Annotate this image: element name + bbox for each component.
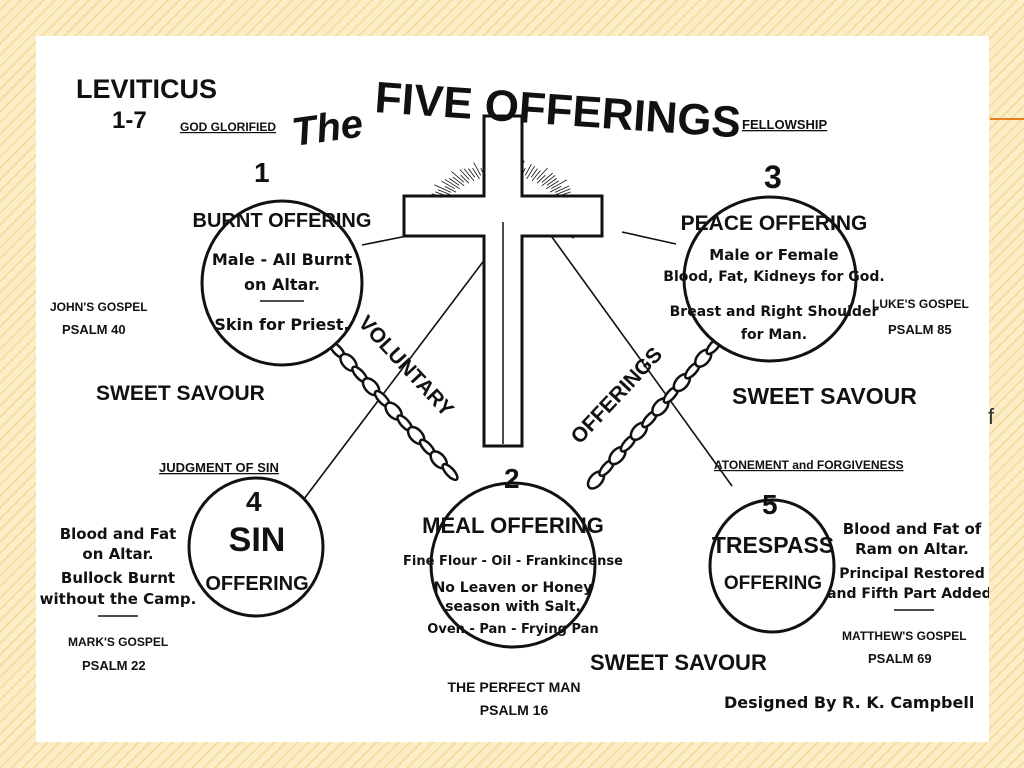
cross-illustration [402, 114, 604, 448]
trespass-name-bottom: OFFERING [724, 573, 822, 594]
accent-line [990, 118, 1024, 120]
cross-ray [550, 179, 567, 190]
trespass-line-1: Blood and Fat of [843, 520, 982, 538]
cross-ray [451, 171, 465, 183]
trespass-psalm: PSALM 69 [868, 651, 932, 666]
peace-line-2: Blood, Fat, Kidneys for God. [663, 269, 884, 285]
cross-ray [526, 165, 536, 180]
chain-label-voluntary: VOLUNTARY [354, 311, 458, 421]
cross-ray [463, 168, 475, 182]
burnt-line-3: Skin for Priest. [214, 315, 349, 334]
burnt-psalm: PSALM 40 [62, 322, 126, 337]
burnt-savour: SWEET SAVOUR [96, 382, 265, 405]
cross-ray [441, 180, 456, 190]
peace-savour: SWEET SAVOUR [732, 383, 917, 409]
cross-ray [536, 167, 548, 180]
sin-line-1: Blood and Fat [60, 525, 177, 543]
burnt-gospel: JOHN'S GOSPEL [50, 300, 148, 314]
cross-ray [434, 184, 452, 193]
burnt-line-1: Male - All Burnt [212, 250, 353, 269]
sin-name-top: SIN [229, 521, 286, 559]
cross-ray [459, 169, 470, 180]
cross-ray [545, 180, 559, 190]
chain-label-offerings: OFFERINGS [567, 343, 667, 448]
sin-line-2: on Altar. [82, 545, 153, 563]
burnt-heading: GOD GLORIFIED [180, 120, 276, 134]
meal-caption: THE PERFECT MAN [448, 679, 581, 695]
trespass-gospel: MATTHEW'S GOSPEL [842, 629, 967, 643]
cross-ray [460, 174, 470, 184]
sin-line-3: Bullock Burnt [61, 569, 175, 587]
trespass-heading: ATONEMENT and FORGIVENESS [714, 458, 904, 472]
circle-trespass-offering [708, 498, 836, 634]
peace-psalm: PSALM 85 [888, 322, 952, 337]
peace-line-1: Male or Female [709, 246, 838, 264]
sin-psalm: PSALM 22 [82, 658, 146, 673]
circle-meal-offering [429, 481, 597, 649]
peace-name: PEACE OFFERING [681, 212, 868, 235]
meal-name: MEAL OFFERING [422, 513, 604, 538]
peace-line-3: Breast and Right Shoulder [670, 304, 879, 320]
cross-ray [536, 174, 546, 184]
trespass-line-2: Ram on Altar. [855, 540, 969, 558]
peace-number: 3 [764, 159, 782, 195]
meal-line-2: No Leaven or Honey [434, 580, 593, 596]
cross-ray [444, 179, 461, 190]
line-sin-cross [303, 225, 511, 500]
sin-number: 4 [246, 486, 262, 517]
sin-name-bottom: OFFERING [205, 573, 308, 595]
reference-book: LEVITICUS [76, 74, 217, 104]
meal-line-4: Oven - Pan - Frying Pan [427, 622, 598, 637]
cross-ray [549, 186, 562, 193]
burnt-name: BURNT OFFERING [193, 210, 372, 232]
stray-glyph: f [988, 404, 995, 429]
peace-line-4: for Man. [741, 327, 807, 343]
meal-number: 2 [504, 463, 520, 494]
cross-ray [541, 172, 553, 183]
cross-ray [472, 167, 480, 180]
title-prefix: The [289, 101, 366, 154]
sin-line-4: without the Camp. [40, 590, 197, 608]
line-trespass-cross [543, 225, 733, 487]
meal-psalm: PSALM 16 [480, 702, 549, 718]
reference-chapters: 1-7 [112, 107, 147, 134]
cross-ray [554, 185, 570, 193]
meal-line-1: Fine Flour - Oil - Frankincense [403, 554, 623, 569]
meal-savour: SWEET SAVOUR [590, 650, 767, 675]
peace-heading: FELLOWSHIP [742, 117, 828, 132]
cross-ray [449, 178, 460, 186]
designer-credit: Designed By R. K. Campbell [724, 693, 974, 712]
meal-line-3: season with Salt. [445, 599, 581, 615]
sin-gospel: MARK'S GOSPEL [68, 635, 168, 649]
line-peace-cross [621, 231, 677, 245]
cross-ray [452, 176, 465, 187]
burnt-number: 1 [254, 157, 270, 188]
cross-ray [531, 170, 541, 182]
circle-peace-offering [682, 195, 858, 363]
circle-sin-offering [187, 476, 325, 618]
trespass-line-4: and Fifth Part Added. [827, 586, 989, 602]
cross-ray [468, 168, 476, 178]
sin-heading: JUDGMENT OF SIN [159, 460, 279, 475]
cross-ray [473, 162, 482, 176]
cross-ray [546, 178, 557, 186]
chain-right [586, 336, 723, 490]
cross-ray [541, 175, 556, 187]
circle-burnt-offering [200, 199, 364, 367]
title-main: FIVE OFFERINGS [373, 73, 742, 147]
peace-gospel: LUKE'S GOSPEL [872, 297, 969, 311]
cross-ray [444, 186, 457, 193]
five-offerings-diagram: VOLUNTARY OFFERINGS LEVITICUS 1-7 The FI… [40, 73, 997, 718]
burnt-line-2: on Altar. [244, 275, 320, 294]
chain-link [441, 462, 459, 482]
trespass-line-3: Principal Restored [839, 566, 985, 582]
trespass-name-top: TRESPASS [712, 532, 834, 558]
cross-ray [524, 164, 532, 176]
slide-panel: VOLUNTARY OFFERINGS LEVITICUS 1-7 The FI… [36, 36, 997, 742]
cross-ray [530, 168, 538, 178]
trespass-number: 5 [762, 489, 778, 520]
